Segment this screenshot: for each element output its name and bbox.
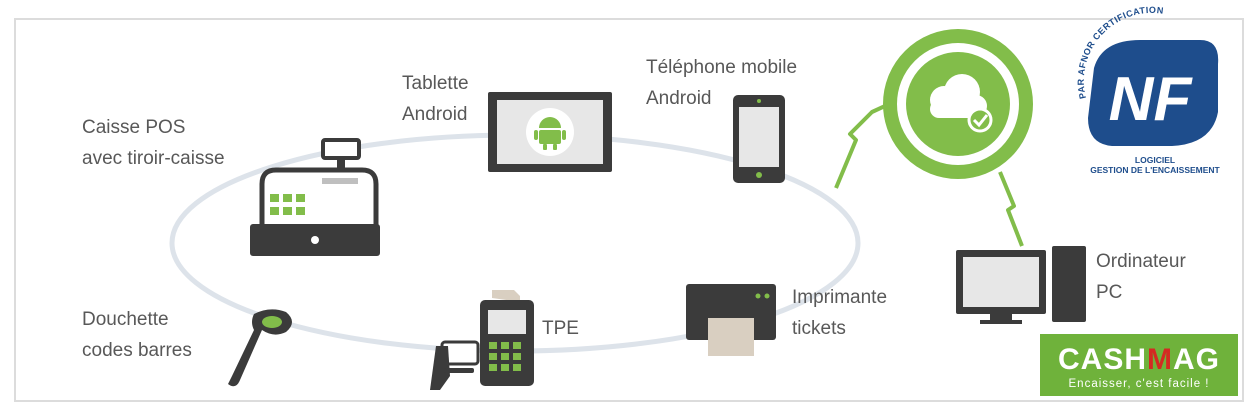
pos-register-icon [250, 138, 380, 256]
barcode-scanner-icon [228, 309, 292, 387]
nf-line1: LOGICIEL [1135, 155, 1175, 165]
cloud-link-right [998, 171, 1024, 247]
card-terminal-icon [430, 290, 534, 390]
nf-certification-logo: PAR AFNOR CERTIFICATION NF LOGICIEL GEST… [1076, 5, 1221, 175]
brand-name-part2: M [1147, 343, 1173, 376]
receipt-printer-icon [686, 284, 776, 356]
cashmag-logo: CASHMAG Encaisser, c'est facile ! [1040, 334, 1238, 396]
phone-icon [733, 95, 785, 183]
computer-icon [956, 246, 1086, 324]
tablet-icon [488, 92, 612, 172]
svg-text:CASHMAG: CASHMAG [1058, 343, 1220, 376]
cloud-node [883, 29, 1033, 179]
android-icon [534, 117, 566, 150]
diagram-frame [14, 18, 1244, 402]
brand-tagline: Encaisser, c'est facile ! [1069, 378, 1210, 390]
cloud-check-icon [930, 74, 993, 133]
brand-name-part1: CASH [1058, 343, 1147, 376]
nf-line2: GESTION DE L'ENCAISSEMENT [1090, 165, 1220, 175]
nf-mark: NF [1109, 65, 1194, 134]
label-tpe: TPE [542, 318, 579, 339]
cloud-link-left [834, 98, 899, 189]
brand-name-part3: AG [1173, 343, 1220, 376]
